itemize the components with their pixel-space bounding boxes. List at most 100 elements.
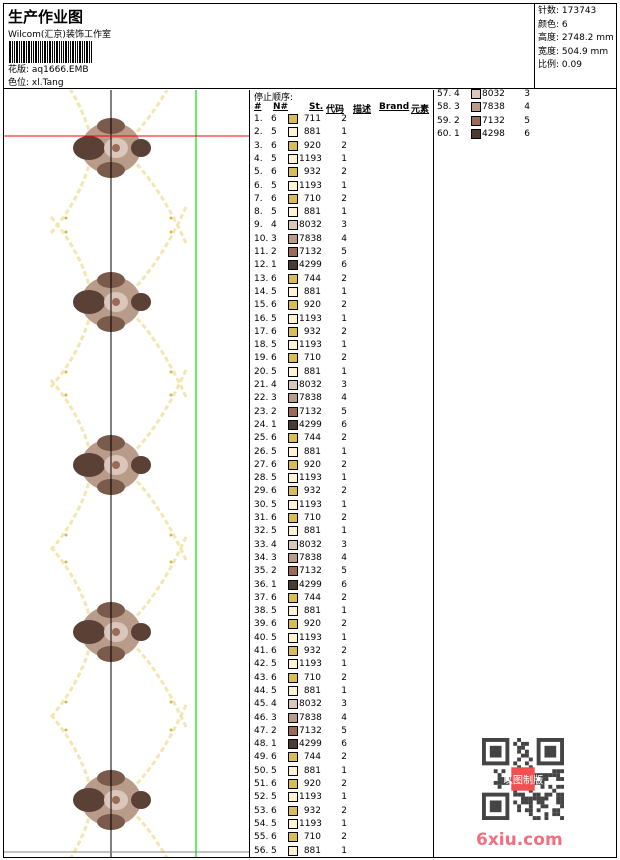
thread-code: 932 <box>303 805 321 816</box>
needle-number: 3 <box>271 393 277 404</box>
element-number: 1 <box>341 180 347 191</box>
element-number: 1 <box>341 792 347 803</box>
table-row: 9. 4 8032 3 <box>251 219 431 232</box>
needle-number: 5 <box>271 366 277 377</box>
thread-code: 881 <box>303 207 321 218</box>
stop-number: 21. <box>254 380 269 390</box>
stop-number: 19. <box>254 353 269 364</box>
needle-number: 6 <box>271 326 277 337</box>
stop-number: 57. <box>437 89 452 99</box>
element-number: 1 <box>341 632 347 643</box>
stop-number: 11. <box>254 247 269 257</box>
color-swatch <box>288 832 298 843</box>
needle-number: 2 <box>271 247 277 257</box>
stop-number: 3. <box>254 140 263 151</box>
stop-number: 43. <box>254 672 269 683</box>
element-number: 6 <box>341 579 347 590</box>
thread-code: 881 <box>303 286 321 297</box>
stop-number: 8. <box>254 207 263 218</box>
stat-row: 颜色: 6 <box>538 19 614 33</box>
stat-label: 颜色: <box>538 19 560 30</box>
color-swatch <box>288 273 298 284</box>
thread-code: 1193 <box>299 499 322 510</box>
stop-number: 15. <box>254 300 269 311</box>
needle-number: 6 <box>271 114 277 124</box>
stop-number: 12. <box>254 260 269 271</box>
color-swatch <box>288 286 298 297</box>
stop-number: 41. <box>254 646 269 656</box>
stop-number: 53. <box>254 805 269 816</box>
thread-code: 932 <box>303 646 321 656</box>
thread-code: 8032 <box>299 380 322 390</box>
design-preview <box>4 90 250 857</box>
color-swatch <box>288 499 298 510</box>
barcode-bar <box>21 41 22 63</box>
color-swatch <box>288 153 298 164</box>
barcode-bar <box>9 41 11 63</box>
element-number: 1 <box>341 446 347 457</box>
design-label: 花版: <box>8 65 30 75</box>
element-number: 4 <box>524 102 530 113</box>
stop-number: 2. <box>254 127 263 138</box>
element-number: 1 <box>341 845 347 856</box>
color-swatch <box>288 805 298 816</box>
color-swatch <box>288 406 298 417</box>
element-number: 2 <box>341 459 347 470</box>
color-swatch <box>471 89 481 99</box>
stop-number: 22. <box>254 393 269 404</box>
table-row: 26. 5 881 1 <box>251 446 431 459</box>
color-swatch <box>288 300 298 311</box>
element-number: 3 <box>341 539 347 550</box>
element-number: 2 <box>341 114 347 124</box>
stop-number: 6. <box>254 180 263 191</box>
element-number: 2 <box>341 433 347 444</box>
table-row: 36. 1 4299 6 <box>251 579 431 592</box>
barcode-bar <box>72 41 74 63</box>
element-number: 2 <box>341 140 347 151</box>
element-number: 2 <box>341 513 347 523</box>
color-swatch <box>288 526 298 537</box>
stop-sequence-title: 停止顺序: <box>254 93 294 103</box>
color-swatch <box>288 353 298 364</box>
needle-number: 1 <box>271 579 277 590</box>
thread-code: 920 <box>303 619 321 630</box>
needle-number: 6 <box>271 140 277 151</box>
color-way: 色位: xl.Tang <box>8 75 64 88</box>
table-row: 3. 6 920 2 <box>251 140 431 153</box>
company-name: Wilcom(汇京)装饰工作室 <box>8 30 111 40</box>
thread-code: 7838 <box>299 393 322 404</box>
element-number: 6 <box>524 128 530 139</box>
element-number: 1 <box>341 685 347 696</box>
table-row: 43. 6 710 2 <box>251 672 431 685</box>
table-row: 11. 2 7132 5 <box>251 246 431 259</box>
element-number: 6 <box>341 739 347 750</box>
color-swatch <box>288 619 298 630</box>
thread-code: 7838 <box>482 102 505 113</box>
element-number: 4 <box>341 712 347 723</box>
col-header-brand: Brand <box>379 102 410 112</box>
element-number: 5 <box>341 247 347 257</box>
needle-number: 6 <box>271 646 277 656</box>
thread-code: 932 <box>303 486 321 497</box>
thread-code: 744 <box>303 752 321 763</box>
table-row: 57. 4 8032 3 <box>434 88 614 101</box>
stop-number: 16. <box>254 313 269 324</box>
table-row: 30. 5 1193 1 <box>251 499 431 512</box>
color-swatch <box>288 779 298 789</box>
color-swatch <box>288 193 298 204</box>
color-swatch <box>288 114 298 124</box>
barcode-bar <box>89 41 90 63</box>
color-swatch <box>288 340 298 351</box>
table-row: 8. 5 881 1 <box>251 206 431 219</box>
table-row: 56. 5 881 1 <box>251 845 431 858</box>
element-number: 1 <box>341 286 347 297</box>
barcode-bar <box>75 41 76 63</box>
stop-number: 35. <box>254 566 269 577</box>
barcode-bar <box>38 41 39 63</box>
table-row: 46. 3 7838 4 <box>251 712 431 725</box>
barcode-bar <box>68 41 69 63</box>
color-value: xl.Tang <box>31 78 64 88</box>
table-row: 45. 4 8032 3 <box>251 698 431 711</box>
element-number: 2 <box>341 779 347 789</box>
